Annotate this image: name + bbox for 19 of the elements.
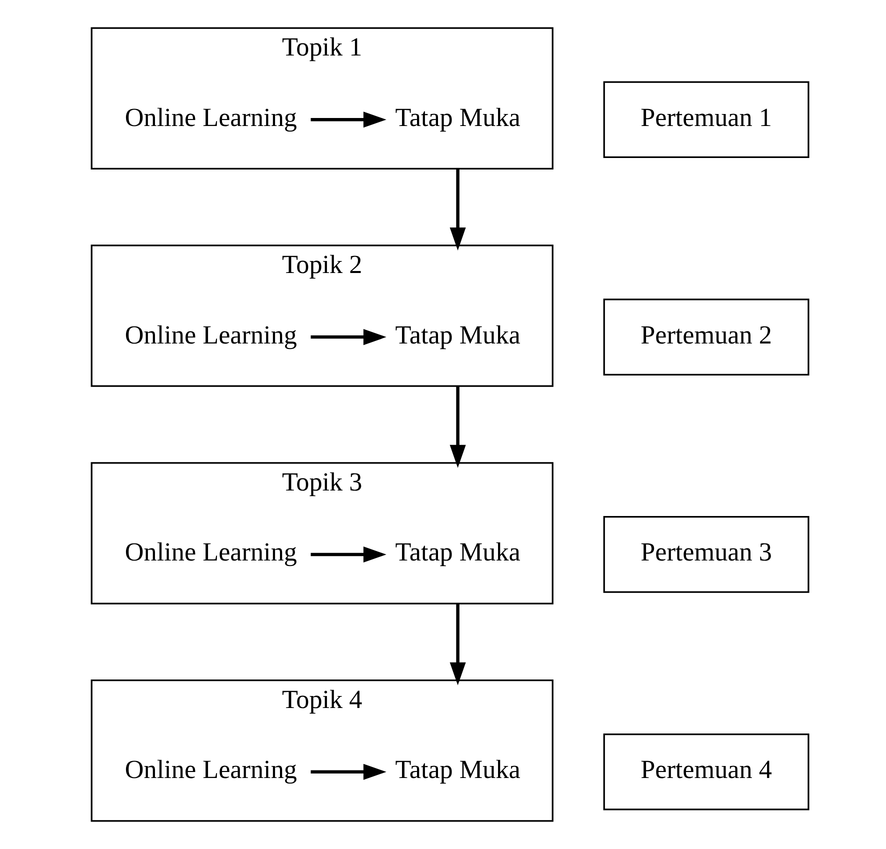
arrow <box>449 168 466 250</box>
node-text: Online Learning <box>124 538 296 567</box>
node-box: Pertemuan 2 <box>602 298 809 376</box>
node-box: Pertemuan 3 <box>602 516 809 593</box>
node-text: Online Learning <box>124 102 296 132</box>
node-box: Pertemuan 1 <box>602 81 809 158</box>
node-text: Tatap Muka <box>394 755 520 784</box>
arrow <box>310 112 386 128</box>
arrow <box>310 764 386 780</box>
arrow <box>449 604 466 686</box>
node-box: Pertemuan 4 <box>602 733 809 810</box>
arrow <box>449 386 466 468</box>
node-text: Tatap Muka <box>394 102 520 132</box>
node-text: Online Learning <box>124 755 296 784</box>
node-text: Tatap Muka <box>394 538 520 567</box>
node-text: Tatap Muka <box>394 320 520 350</box>
node-text: Online Learning <box>124 320 296 350</box>
arrow <box>310 329 386 346</box>
arrow <box>310 546 386 562</box>
